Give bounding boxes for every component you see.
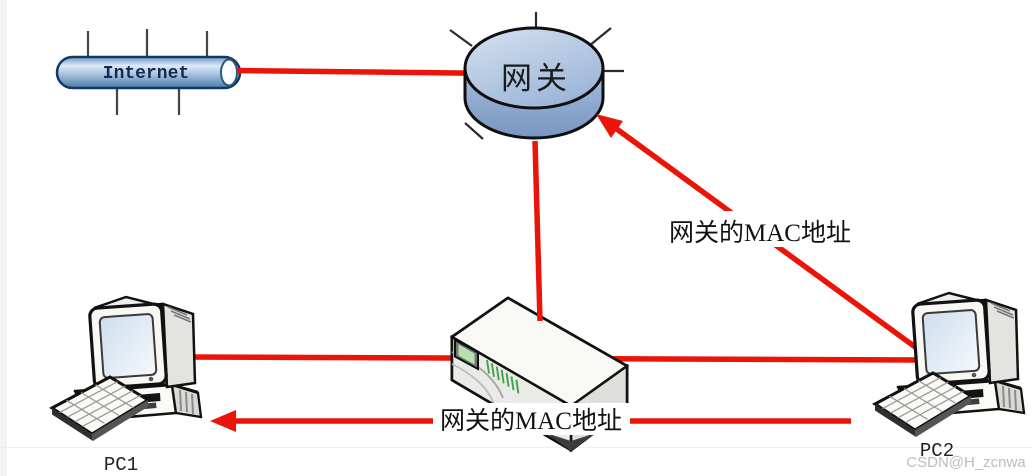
pipe-end-cap [220,58,238,87]
internet-pipe-icon: Internet [55,29,242,115]
internet-label: Internet [103,64,189,84]
csdn-watermark: CSDN@H_zcnwa [906,454,1026,471]
label-bg [658,211,862,247]
gateway-router-icon: 网关 [449,12,624,140]
switch-bottom-corner [546,433,596,451]
upper-mac-label: 网关的MAC地址 [669,219,851,247]
lower-mac-annotation: 网关的MAC地址 [433,403,630,435]
left-edge-strip [0,0,7,476]
pc1-label: PC1 [104,454,138,476]
arrowhead-toward-pc1 [210,410,236,432]
switch-screen-glass [458,344,475,365]
arrowhead-to-gateway [596,114,623,138]
label-bg [433,403,630,435]
link-gateway-switch [532,140,543,322]
pc2-icon [873,291,1026,439]
upper-mac-annotation: 网关的MAC地址 [658,211,862,247]
switch-molding-2 [451,363,495,405]
internet-pipe-ticks [86,29,209,115]
lower-mac-label: 网关的MAC地址 [440,407,622,435]
switch-led-lights [486,359,520,394]
pc1-icon [50,295,203,443]
gateway-label: 网关 [501,61,571,96]
link-internet-gateway [236,67,501,77]
gateway-rays [449,12,624,140]
pc2-label: PC2 [920,440,954,462]
